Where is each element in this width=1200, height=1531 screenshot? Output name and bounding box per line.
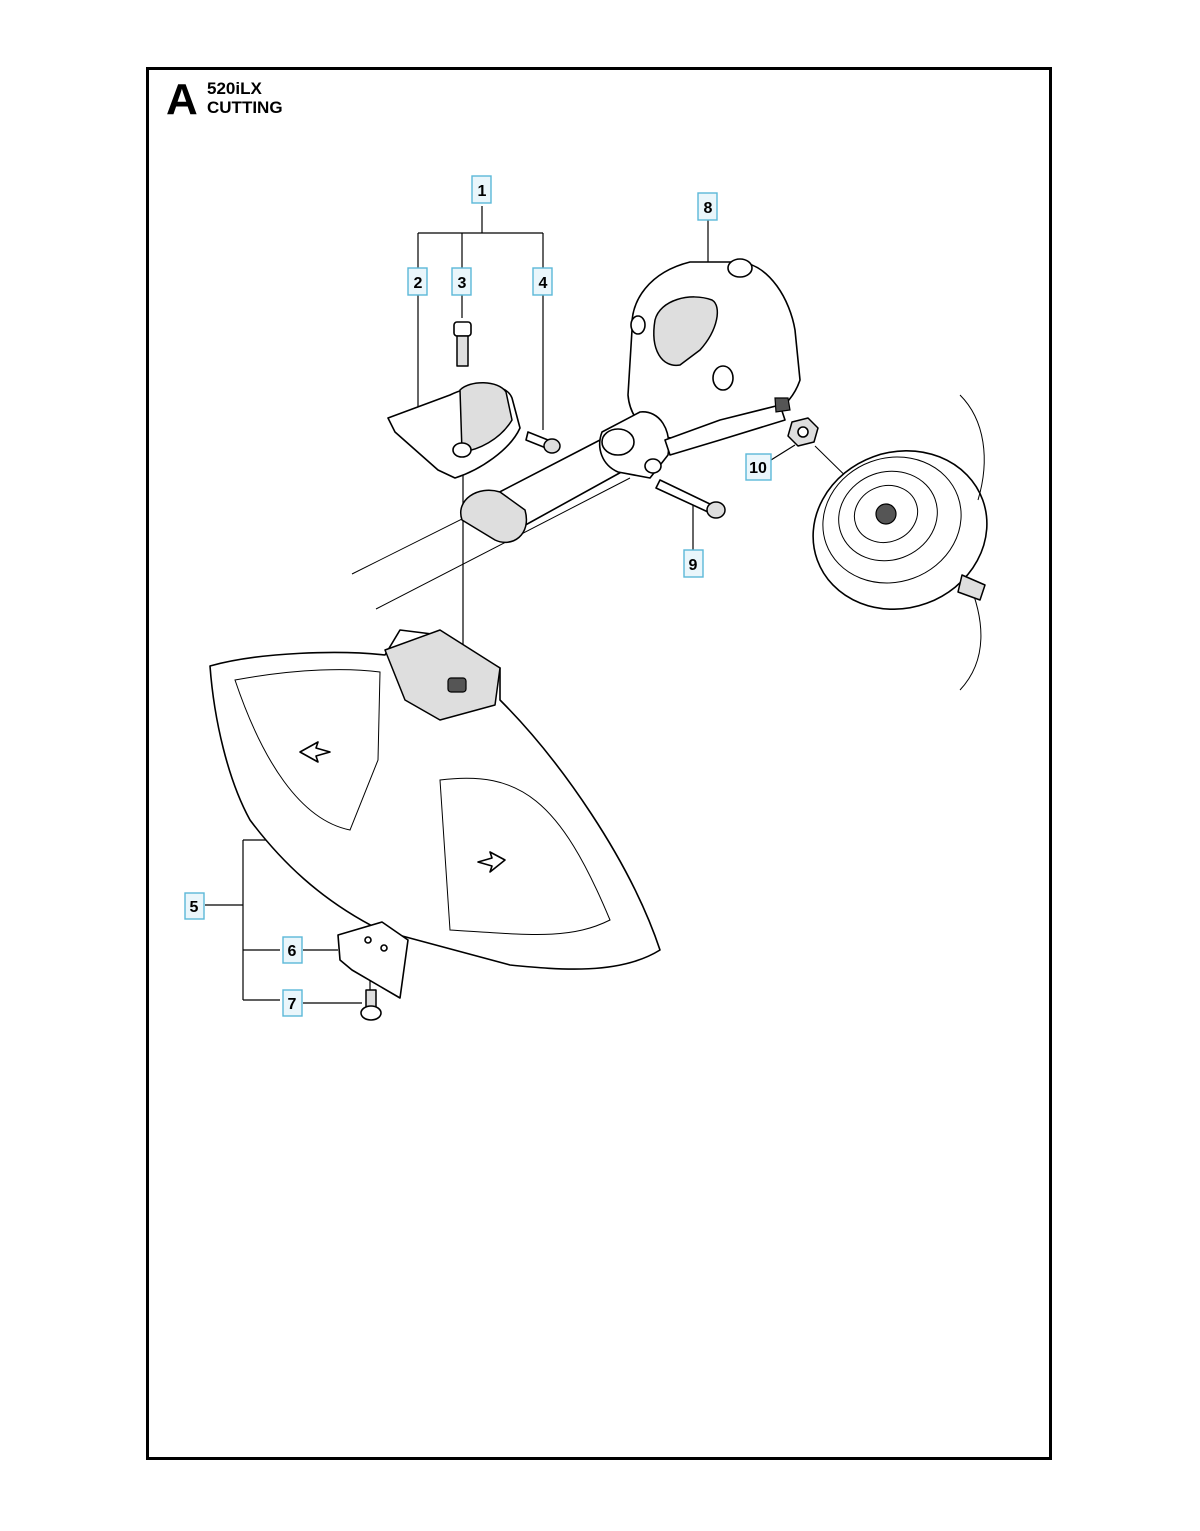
guard-5 (209, 629, 661, 970)
callout-1: 1 (471, 175, 492, 204)
callout-label: 7 (288, 996, 297, 1013)
callout-3: 3 (451, 267, 472, 296)
gearhead-8 (598, 258, 801, 479)
section-letter: A (166, 75, 198, 124)
screw-4 (525, 431, 561, 454)
callout-label: 8 (704, 200, 713, 217)
callout-label: 2 (414, 275, 423, 292)
callout-10: 10 (745, 453, 772, 481)
section-title: CUTTING (207, 98, 283, 117)
model-name: 520iLX (207, 79, 262, 98)
callout-6: 6 (282, 936, 303, 964)
callout-5: 5 (184, 892, 205, 920)
drive-shaft (351, 439, 631, 610)
cutter-plate-6 (337, 921, 409, 999)
screw-3 (453, 321, 472, 367)
bolt-9 (655, 479, 726, 519)
clamp-2 (387, 382, 521, 479)
callout-7: 7 (282, 989, 303, 1017)
nut-10 (787, 417, 871, 501)
callout-label: 6 (288, 943, 297, 960)
callout-label: 9 (689, 557, 698, 574)
callout-9: 9 (683, 549, 704, 578)
callout-4: 4 (532, 267, 553, 296)
screw-7 (360, 989, 382, 1021)
callout-8: 8 (697, 192, 718, 221)
callout-label: 1 (478, 183, 487, 200)
callout-label: 10 (749, 460, 767, 477)
diagram-frame (146, 67, 1052, 1460)
callout-2: 2 (407, 267, 428, 296)
callout-label: 5 (190, 899, 199, 916)
callout-label: 3 (458, 275, 467, 292)
leader-lines (205, 206, 796, 1004)
trimmer-head (812, 394, 988, 691)
callout-label: 4 (539, 275, 548, 292)
